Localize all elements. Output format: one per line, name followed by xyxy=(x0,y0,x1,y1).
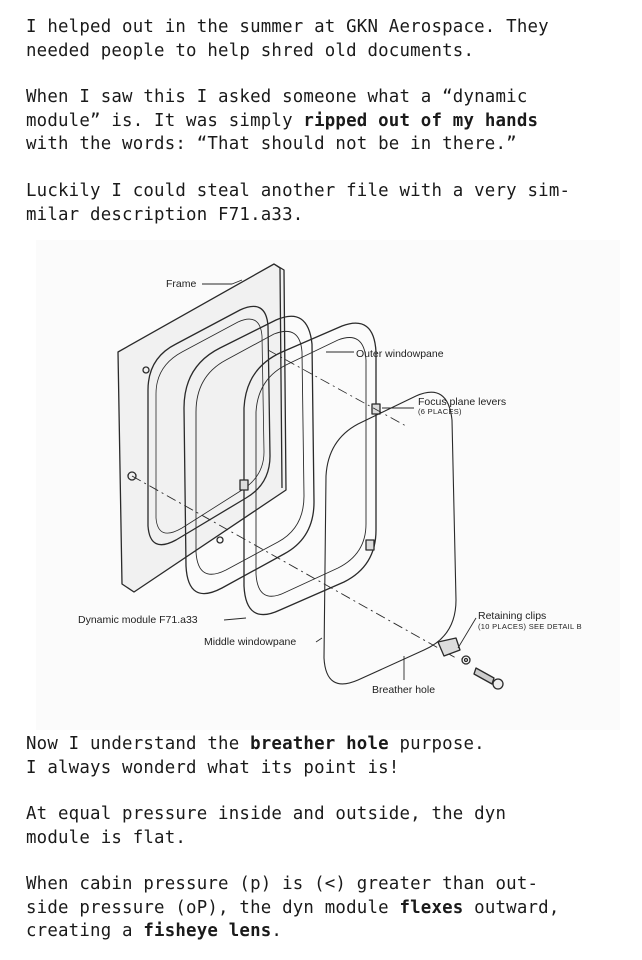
p6-bold-fisheye-lens: fisheye lens xyxy=(143,921,272,941)
p6-line-3a: creating a xyxy=(26,921,144,941)
p4-line-1a: Now I understand the xyxy=(26,734,251,754)
paragraph-dynamic-module: When I saw this I asked someone what a “… xyxy=(26,86,626,157)
paragraph-breather-hole: Now I understand the breather hole purpo… xyxy=(26,733,626,780)
label-retaining-clips-note: (10 PLACES) SEE DETAIL B xyxy=(478,622,582,631)
p6-bold-flexes: flexes xyxy=(399,897,464,918)
p4-line-1c: purpose. xyxy=(388,734,485,754)
p3-line-1: Luckily I could steal another file with … xyxy=(26,181,571,201)
paragraph-cabin-pressure: When cabin pressure (p) is (<) greater t… xyxy=(26,873,626,944)
p5-line-2: module is flat. xyxy=(26,827,187,848)
p6-line-3c: . xyxy=(271,921,283,941)
p4-bold-breather-hole: breather hole xyxy=(250,734,389,754)
p6-line-2c: outward, xyxy=(463,897,560,918)
label-breather-hole: Breather hole xyxy=(372,684,436,696)
label-focus-plane-levers-note: (6 PLACES) xyxy=(418,407,462,416)
p6-line-1: When cabin pressure (p) is (<) greater t… xyxy=(26,874,539,894)
p2-line-2a: module” is. It was simply xyxy=(26,110,304,131)
label-retaining-clips: Retaining clips xyxy=(478,610,547,622)
p2-line-3: with the words: “That should not be in t… xyxy=(26,134,517,154)
paragraph-equal-pressure: At equal pressure inside and outside, th… xyxy=(26,803,626,850)
p6-line-2a: side pressure (oP), the dyn module xyxy=(26,897,400,918)
p5-line-1: At equal pressure inside and outside, th… xyxy=(26,804,507,824)
intro-line-1: I helped out in the summer at GKN Aerosp… xyxy=(26,17,549,37)
clip-screw xyxy=(473,667,495,685)
outer-windowpane-ring xyxy=(183,315,315,595)
label-middle-windowpane: Middle windowpane xyxy=(204,636,297,648)
p2-bold-ripped: ripped out of my hands xyxy=(303,110,539,131)
p2-line-1: When I saw this I asked someone what a “… xyxy=(26,87,528,107)
frame-plate xyxy=(117,263,287,593)
intro-line-2: needed people to help shred old document… xyxy=(26,40,475,61)
window-exploded-diagram: Frame Outer windowpane Focus plane lever… xyxy=(36,240,620,730)
p3-line-2: milar description F71.a33. xyxy=(26,204,304,225)
middle-windowpane-ring xyxy=(243,322,377,616)
retaining-clip xyxy=(437,637,461,657)
paragraph-luckily: Luckily I could steal another file with … xyxy=(26,180,626,227)
frame-opening xyxy=(147,305,271,546)
label-frame: Frame xyxy=(166,278,197,290)
p4-line-2: I always wonderd what its point is! xyxy=(26,757,400,778)
diagram-drawing xyxy=(117,263,504,690)
label-focus-plane-levers: Focus plane levers xyxy=(418,396,507,408)
label-dynamic-module: Dynamic module F71.a33 xyxy=(78,614,198,626)
dynamic-module-pane xyxy=(323,391,457,685)
paragraph-intro: I helped out in the summer at GKN Aerosp… xyxy=(26,16,626,63)
label-outer-windowpane: Outer windowpane xyxy=(356,348,444,360)
